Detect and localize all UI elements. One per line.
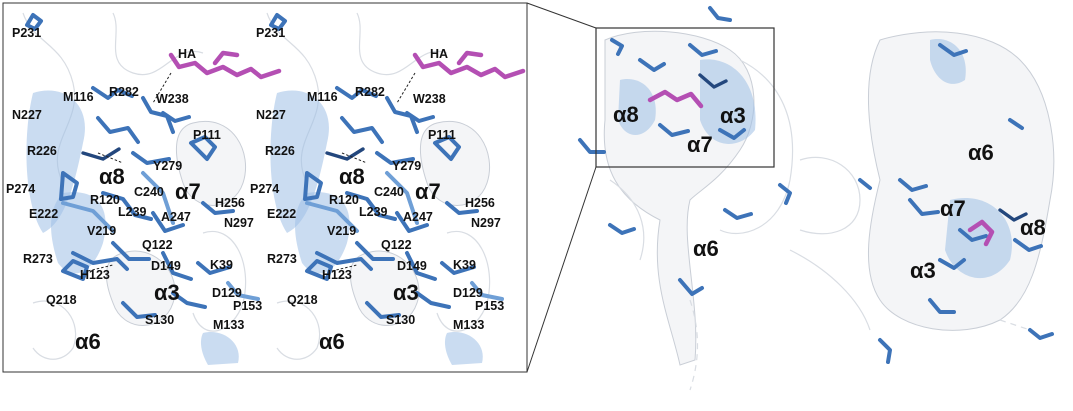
- residue-h123: H123: [322, 268, 352, 282]
- residue-y279: Y279: [392, 159, 421, 173]
- helix-a7: α7: [175, 179, 201, 204]
- residue-p274: P274: [6, 182, 35, 196]
- stereo-view-left: HA P231 M116 R282 W238 N227 R226 P111 Y2…: [6, 13, 279, 365]
- residue-q218: Q218: [46, 293, 77, 307]
- overview-left-helix-a6: α6: [693, 236, 719, 261]
- residue-c240: C240: [374, 185, 404, 199]
- overview-right-helix-a8: α8: [1020, 215, 1046, 240]
- residue-m116: M116: [307, 90, 338, 104]
- residue-d129: D129: [453, 286, 483, 300]
- residue-r226: R226: [27, 144, 57, 158]
- overview-left-helix-a3: α3: [720, 103, 746, 128]
- residue-m133: M133: [213, 318, 244, 332]
- residue-p111: P111: [193, 128, 221, 142]
- zoom-connector-bottom: [526, 166, 597, 373]
- ligand-label: HA: [178, 47, 196, 61]
- helix-a3: α3: [154, 280, 180, 305]
- overview-right-helix-a3: α3: [910, 258, 936, 283]
- overview-left-helix-a7: α7: [687, 132, 713, 157]
- residue-a247: A247: [161, 210, 191, 224]
- residue-a247: A247: [403, 210, 433, 224]
- residue-d129: D129: [212, 286, 242, 300]
- overview-right-helix-a6: α6: [968, 140, 994, 165]
- residue-k39: K39: [210, 258, 233, 272]
- residue-n227: N227: [12, 108, 42, 122]
- residue-n297: N297: [471, 216, 501, 230]
- residue-r120: R120: [90, 193, 120, 207]
- helix-a6: α6: [319, 329, 345, 354]
- residue-r282: R282: [109, 85, 139, 99]
- residue-h123: H123: [80, 268, 110, 282]
- residue-p153: P153: [233, 299, 262, 313]
- residue-v219: V219: [87, 224, 116, 238]
- zoom-connector-top: [526, 2, 597, 29]
- residue-n297: N297: [224, 216, 254, 230]
- residue-c240: C240: [134, 185, 164, 199]
- helix-a7: α7: [415, 179, 441, 204]
- residue-r273: R273: [23, 252, 53, 266]
- ligand-label: HA: [430, 47, 448, 61]
- zoom-region-box: [595, 27, 775, 168]
- residue-e222: E222: [29, 207, 58, 221]
- overview-right: α6 α7 α8 α3: [789, 31, 1055, 364]
- residue-r120: R120: [329, 193, 359, 207]
- helix-a3: α3: [393, 280, 419, 305]
- residue-w238: W238: [413, 92, 446, 106]
- residue-n227: N227: [256, 108, 286, 122]
- residue-m133: M133: [453, 318, 484, 332]
- residue-p274: P274: [250, 182, 279, 196]
- residue-r282: R282: [355, 85, 385, 99]
- residue-r273: R273: [267, 252, 297, 266]
- residue-l239: L239: [118, 205, 147, 219]
- overview-left: α8 α3 α7 α6: [578, 6, 794, 391]
- residue-d149: D149: [151, 259, 181, 273]
- residue-s130: S130: [145, 313, 174, 327]
- residue-w238: W238: [156, 92, 189, 106]
- residue-s130: S130: [386, 313, 415, 327]
- residue-m116: M116: [63, 90, 94, 104]
- residue-q122: Q122: [142, 238, 173, 252]
- residue-p231: P231: [12, 26, 41, 40]
- overview-right-helix-a7: α7: [940, 196, 966, 221]
- helix-a6: α6: [75, 329, 101, 354]
- residue-e222: E222: [267, 207, 296, 221]
- residue-p153: P153: [475, 299, 504, 313]
- residue-h256: H256: [215, 196, 245, 210]
- residue-r226: R226: [265, 144, 295, 158]
- helix-a8: α8: [99, 164, 125, 189]
- helix-a8: α8: [339, 164, 365, 189]
- residue-h256: H256: [465, 196, 495, 210]
- residue-y279: Y279: [153, 159, 182, 173]
- residue-v219: V219: [327, 224, 356, 238]
- residue-p111: P111: [428, 128, 456, 142]
- residue-l239: L239: [359, 205, 388, 219]
- residue-p231: P231: [256, 26, 285, 40]
- stereo-view-right: HA P231 M116 R282 W238 N227 R226 P111 Y2…: [250, 13, 523, 365]
- residue-q122: Q122: [381, 238, 412, 252]
- residue-k39: K39: [453, 258, 476, 272]
- residue-d149: D149: [397, 259, 427, 273]
- overview-left-helix-a8: α8: [613, 102, 639, 127]
- residue-q218: Q218: [287, 293, 318, 307]
